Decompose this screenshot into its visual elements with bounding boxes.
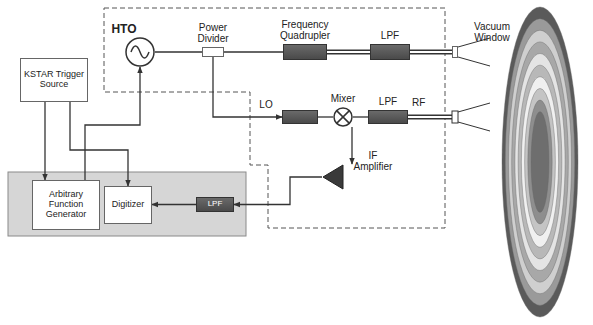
part-label: Power Divider (193, 22, 233, 44)
oscillator-circle: HTO (125, 37, 155, 67)
box-label: Arbitrary Function Generator (33, 190, 99, 220)
oscillator-circle-outline (125, 37, 155, 67)
signal-wire (152, 204, 196, 205)
instrument-panel (8, 172, 246, 236)
filter-box: LPF (196, 197, 234, 212)
amplifier-triangle: IF Amplifier (322, 164, 344, 190)
dashed-boundary (104, 8, 445, 228)
signal-wire (234, 177, 322, 205)
signal-wire (213, 57, 282, 117)
part-label: IF Amplifier (351, 150, 395, 172)
box-label: Digitizer (112, 200, 145, 210)
part-label: HTO (107, 23, 141, 36)
part-label: LPF (368, 96, 408, 107)
part-label: LO (255, 99, 277, 110)
trigger-box: KSTAR Trigger Source (20, 58, 88, 102)
part-label: Frequency Quadrupler (274, 19, 336, 41)
mixer-circle: Mixer (333, 107, 353, 127)
signal-wire (85, 67, 140, 180)
horn-antenna (458, 38, 490, 131)
vacuum-window: Vacuum Window (452, 46, 458, 58)
quadrupler-box: Frequency Quadrupler (283, 44, 327, 60)
plasma-cross-section (502, 7, 578, 317)
signal-label: RF (412, 97, 425, 108)
part-label: Mixer (323, 93, 363, 104)
function-generator-box: Arbitrary Function Generator (32, 180, 100, 230)
lo-box: LO (282, 110, 318, 124)
signal-wire (155, 52, 202, 53)
signal-wire (318, 117, 333, 118)
mixer-circle-outline (333, 107, 353, 127)
signal-wire (224, 52, 283, 53)
signal-wire (352, 127, 353, 164)
signal-wire (70, 102, 128, 186)
amplifier-triangle-outline (322, 164, 344, 190)
signal-wire (45, 102, 46, 180)
digitizer-box: Digitizer (104, 186, 152, 224)
signal-wire (353, 117, 368, 118)
waveguide-line (410, 52, 452, 53)
power-divider-box: Power Divider (202, 47, 224, 57)
filter-box: LPF (370, 44, 410, 60)
filter-box: LPF (368, 110, 408, 124)
box-label: LPF (208, 200, 223, 209)
part-label: LPF (370, 30, 410, 41)
waveguide-line (327, 52, 370, 53)
box-label: KSTAR Trigger Source (21, 70, 87, 90)
rf-line (408, 117, 452, 118)
part-label: Vacuum Window (467, 21, 517, 43)
vacuum-window (452, 111, 458, 123)
